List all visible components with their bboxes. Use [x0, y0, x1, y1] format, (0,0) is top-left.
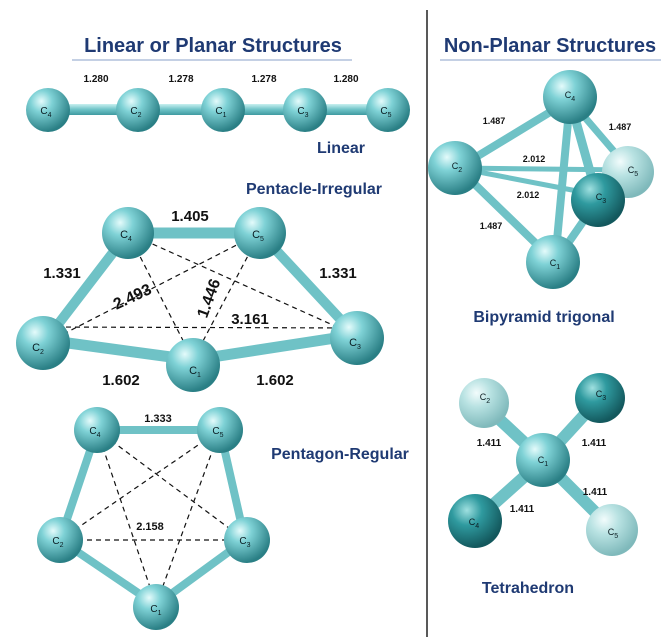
- atom-label: C2: [52, 536, 63, 549]
- pentacle-atom-c1: [166, 338, 220, 392]
- atom-label: C3: [349, 337, 361, 351]
- bipyramid-atom-c3: [571, 173, 625, 227]
- atom-label: C1: [150, 604, 161, 617]
- linear-structure: C4 C2 C1 C3 C5 1.280 1.278 1.278 1.280 L…: [26, 74, 410, 157]
- bipyramid-bond-c2-c1: 1.487: [480, 221, 503, 231]
- atom-label: C4: [565, 90, 576, 103]
- pentagon-bond-c4-c5: 1.333: [144, 413, 172, 425]
- pentagon-atom-c2: [37, 517, 83, 563]
- atom-label: C5: [628, 165, 639, 178]
- atom-label: C1: [189, 365, 201, 379]
- bipyramid-atom-c2: [428, 141, 482, 195]
- pentagon-label: Pentagon-Regular: [271, 446, 409, 463]
- atom-label: C1: [538, 455, 549, 468]
- pentagon-structure: Pentagon-Regular C4 C5 C2 C3 C1 1.333: [37, 407, 409, 630]
- bipyramid-atom-c4: [543, 70, 597, 124]
- bipyramid-bond-c4-c5: 1.487: [609, 122, 632, 132]
- tetrahedron-bond-c1-c5: 1.411: [583, 487, 608, 498]
- bipyramid-bond-c2-c3: 2.012: [517, 190, 540, 200]
- pentacle-atom-labels: C4 C5 C2 C1 C3: [32, 229, 361, 379]
- pentagon-atom-c5: [197, 407, 243, 453]
- tetrahedron-label: Tetrahedron: [482, 580, 574, 597]
- tetrahedron-atom-c3: [575, 373, 625, 423]
- bipyramid-atom-c1: [526, 235, 580, 289]
- pentacle-atom-c2: [16, 316, 70, 370]
- pentacle-dashed-lines: [47, 232, 356, 361]
- pentacle-bond-c2-c4: 1.331: [43, 265, 81, 282]
- linear-atom-labels: C4 C2 C1 C3 C5: [40, 106, 391, 119]
- atom-label: C3: [239, 536, 250, 549]
- pentacle-bond-c2-c1: 1.602: [102, 372, 140, 389]
- pentagon-atom-c1: [133, 584, 179, 630]
- planar-section-title: Linear or Planar Structures: [84, 35, 342, 57]
- linear-bond-c4-c2: 1.280: [83, 74, 108, 85]
- atom-label: C5: [608, 527, 619, 540]
- pentagon-atom-c4: [74, 407, 120, 453]
- pentagon-bonds: [56, 426, 249, 609]
- tetrahedron-atom-c5: [586, 504, 638, 556]
- pentacle-bond-c4-c5: 1.405: [171, 208, 209, 225]
- linear-bond-c3-c5: 1.280: [333, 74, 358, 85]
- tetrahedron-structure: C2 C3 C1 C4 C5 1.411 1.411 1.411 1.411 T…: [448, 373, 638, 597]
- linear-label: Linear: [317, 140, 365, 157]
- bipyramid-structure: C4 C2 C5 C3 C1 1.487 1.487 2.012 2.012 1…: [428, 70, 654, 326]
- pentacle-label: Pentacle-Irregular: [246, 181, 382, 198]
- pentagon-bond-c2-c3: 2.158: [136, 521, 164, 533]
- bipyramid-atom-labels: C4 C2 C5 C3 C1: [452, 90, 639, 271]
- atom-label: C3: [596, 192, 607, 205]
- pentagon-atom-labels: C4 C5 C2 C3 C1: [52, 426, 250, 617]
- pentacle-bond-c2-c3: 3.161: [231, 311, 269, 328]
- atom-label: C5: [252, 229, 264, 243]
- atom-label: C4: [469, 517, 480, 530]
- atom-label: C4: [120, 229, 132, 243]
- pentagon-atom-c3: [224, 517, 270, 563]
- tetrahedron-atom-labels: C2 C3 C1 C4 C5: [469, 389, 619, 540]
- linear-atom-c4: [26, 88, 70, 132]
- atom-label: C2: [480, 392, 491, 405]
- atom-label: C1: [550, 258, 561, 271]
- atom-label: C5: [380, 106, 391, 119]
- linear-bond-c1-c3: 1.278: [251, 74, 276, 85]
- pentacle-atom-c3: [330, 311, 384, 365]
- linear-atom-c2: [116, 88, 160, 132]
- pentacle-bond-c5-c1: 1.446: [195, 277, 225, 321]
- pentacle-bond-c1-c3: 1.602: [256, 372, 294, 389]
- pentagon-dashed-lines: [59, 429, 246, 606]
- tetrahedron-atom-c2: [459, 378, 509, 428]
- pentacle-structure: Pentacle-Irregular C4 C5 C2 C1 C3: [16, 181, 384, 392]
- atom-label: C2: [130, 106, 141, 119]
- nonplanar-section-title: Non-Planar Structures: [444, 35, 656, 57]
- atom-label: C4: [40, 106, 51, 119]
- pentacle-atom-c5: [234, 207, 286, 259]
- atom-label: C3: [297, 106, 308, 119]
- atom-label: C4: [89, 426, 100, 439]
- tetrahedron-atom-c4: [448, 494, 502, 548]
- tetrahedron-bond-c1-c2: 1.411: [477, 438, 502, 449]
- linear-bond-c2-c1: 1.278: [168, 74, 193, 85]
- linear-atom-c1: [201, 88, 245, 132]
- atom-label: C1: [215, 106, 226, 119]
- bipyramid-bond-c4-c2: 1.487: [483, 116, 506, 126]
- atom-label: C3: [596, 389, 607, 402]
- tetrahedron-bond-c1-c3: 1.411: [582, 438, 607, 449]
- pentacle-bond-c4-c3: 2.493: [111, 281, 155, 313]
- pentacle-atom-c4: [102, 207, 154, 259]
- atom-label: C2: [452, 161, 463, 174]
- tetrahedron-atom-c1: [516, 433, 570, 487]
- atom-label: C2: [32, 342, 44, 356]
- linear-atom-c3: [283, 88, 327, 132]
- atom-label: C5: [212, 426, 223, 439]
- tetrahedron-bond-c1-c4: 1.411: [510, 504, 535, 515]
- pentacle-bond-c5-c3: 1.331: [319, 265, 357, 282]
- bipyramid-bond-c2-c5: 2.012: [523, 154, 546, 164]
- bipyramid-label: Bipyramid trigonal: [473, 309, 614, 326]
- linear-atom-c5: [366, 88, 410, 132]
